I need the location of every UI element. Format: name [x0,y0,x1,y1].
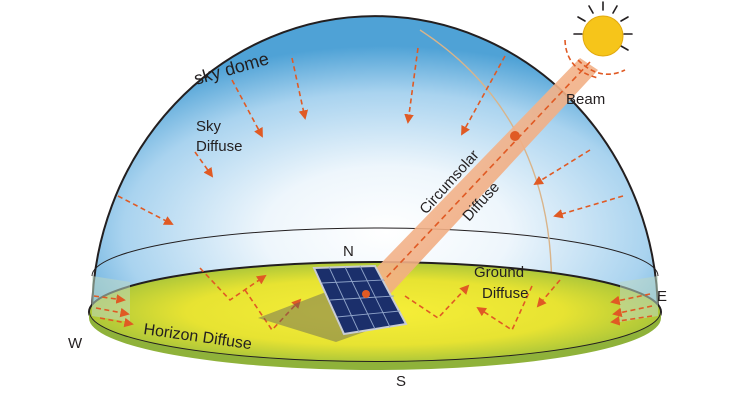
ground-diffuse-arrows [199,267,561,332]
horizon-band-east [620,276,658,322]
beam-centerline [367,61,591,298]
label-ground-diffuse-1: Ground [474,264,524,281]
solar-panel-icon [258,264,408,342]
label-west: W [68,335,83,352]
sky-dome [92,16,658,317]
sky-diffuse-arrows [117,47,624,225]
horizon-diffuse-arrows [93,293,653,328]
label-sky-diffuse-1: Sky [196,118,222,135]
label-sky-diffuse-2: Diffuse [196,138,242,155]
label-east: E [657,288,667,305]
label-north: N [343,243,354,260]
ground-rim [89,312,661,370]
label-beam: Beam [566,91,605,108]
sun-icon [564,1,633,79]
horizon-ring [91,227,659,277]
label-south: S [396,373,406,390]
dome-outline [91,15,659,317]
label-ground-diffuse-2: Diffuse [482,285,528,302]
beam-dome-point [510,131,520,141]
